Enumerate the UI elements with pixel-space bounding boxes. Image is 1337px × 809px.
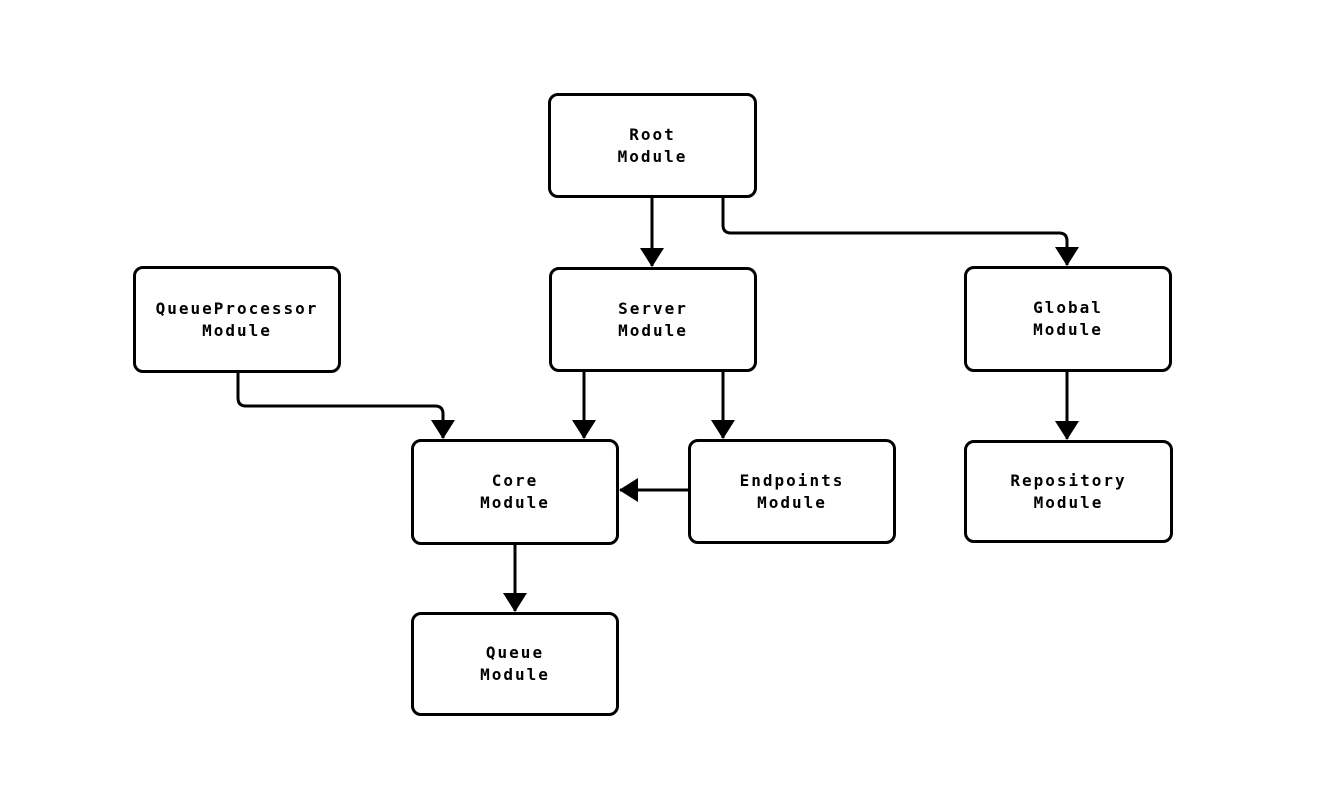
node-repository-module: Repository Module xyxy=(964,440,1173,543)
node-queue-module: Queue Module xyxy=(411,612,619,716)
node-core-module: Core Module xyxy=(411,439,619,545)
edge-root-to-global xyxy=(721,198,1079,266)
node-queueprocessor-module: QueueProcessor Module xyxy=(133,266,341,373)
node-root-module: Root Module xyxy=(548,93,757,198)
node-global-module: Global Module xyxy=(964,266,1172,372)
node-server-module: Server Module xyxy=(549,267,757,372)
node-endpoints-module: Endpoints Module xyxy=(688,439,896,544)
edge-queueprocessor-to-core xyxy=(236,373,455,439)
